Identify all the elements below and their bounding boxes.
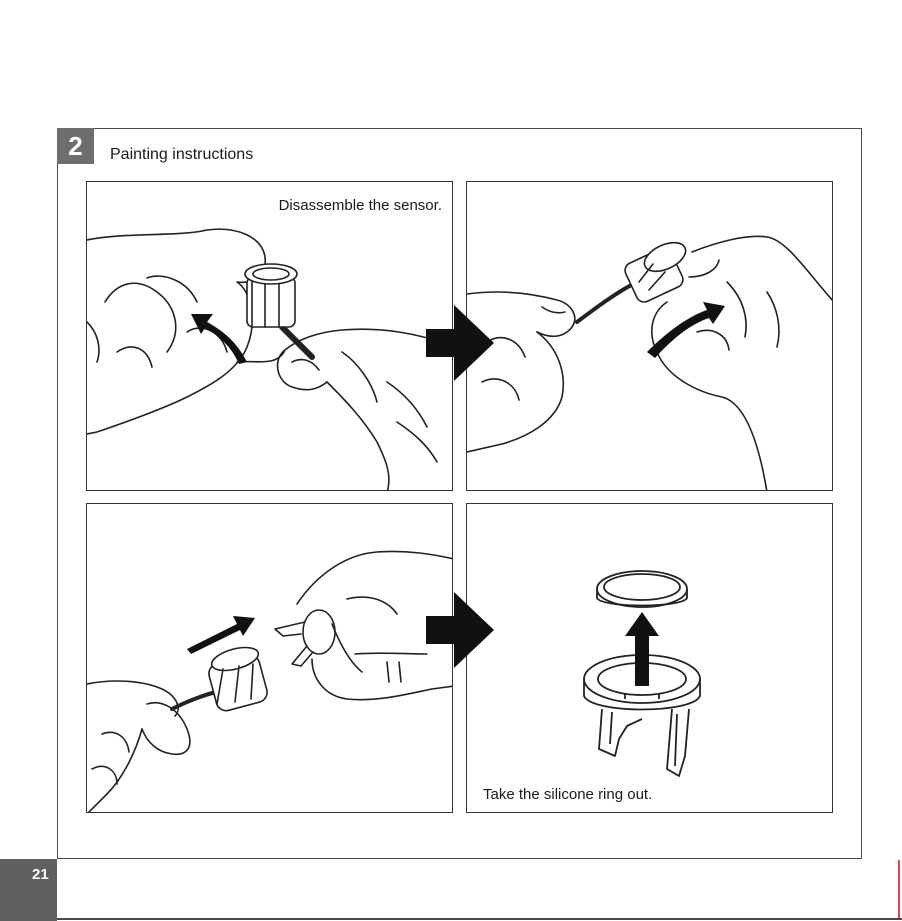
edge-mark — [898, 860, 900, 918]
panel-separate-parts — [86, 503, 453, 813]
page-number: 21 — [0, 859, 57, 921]
footer-rule — [57, 918, 902, 920]
curved-arrow-icon — [191, 314, 247, 364]
silicone-ring-removal-illustration — [467, 504, 833, 813]
panel-disassemble-sensor: Disassemble the sensor. — [86, 181, 453, 491]
section-title: Painting instructions — [110, 146, 253, 164]
right-arrow-icon — [426, 305, 496, 381]
panel-caption: Disassemble the sensor. — [279, 197, 442, 214]
hands-removing-cap-illustration — [467, 182, 833, 491]
panel-remove-cap — [466, 181, 833, 491]
right-arrow-icon — [426, 592, 496, 668]
step-number-badge: 2 — [57, 128, 94, 164]
hands-separating-parts-illustration — [87, 504, 453, 813]
panel-caption: Take the silicone ring out. — [483, 786, 652, 803]
panel-remove-silicone-ring: Take the silicone ring out. — [466, 503, 833, 813]
hands-holding-sensor-illustration — [87, 182, 453, 491]
